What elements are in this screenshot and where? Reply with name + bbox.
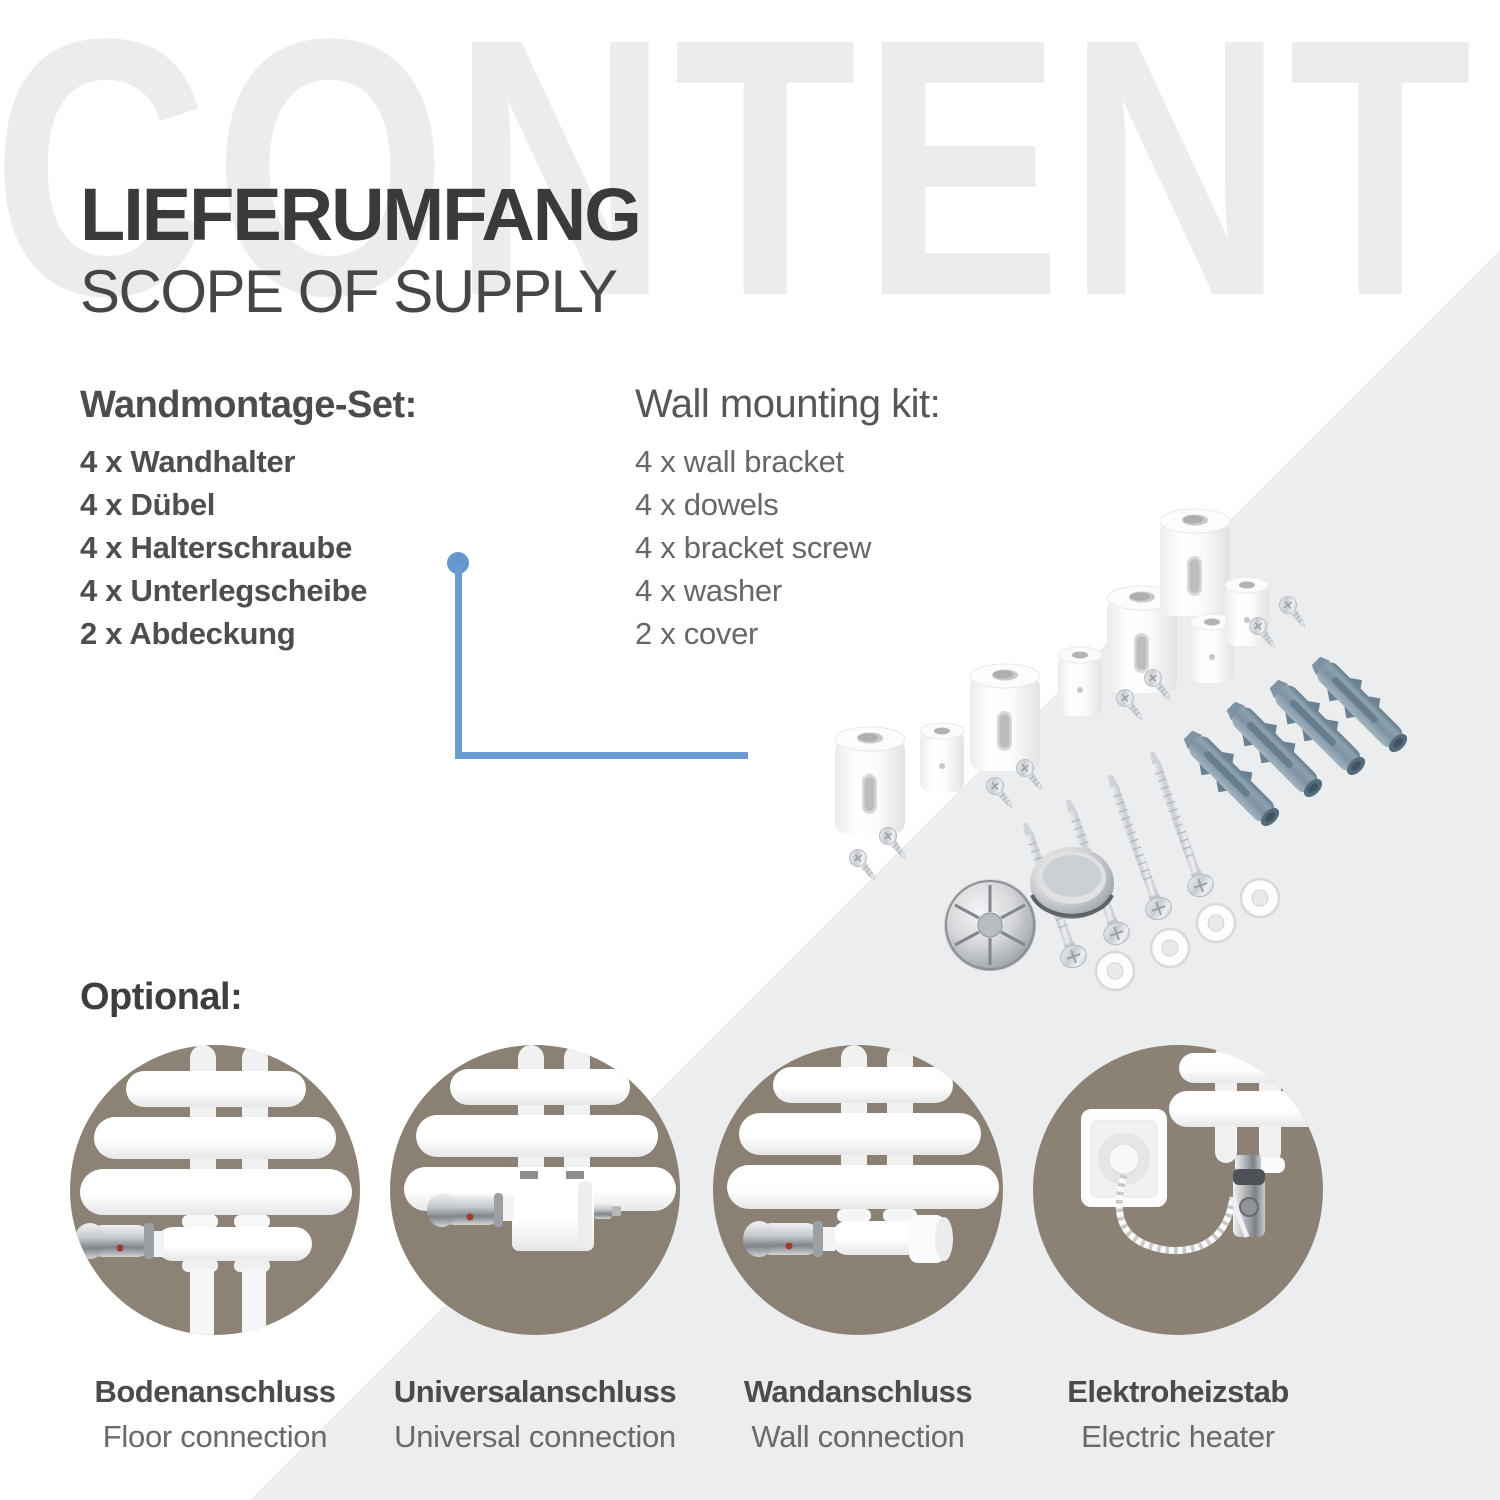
kit-item-duebel: 4 x Dübel <box>80 487 216 522</box>
kit-item-bracket-screw: 4 x bracket screw <box>635 530 872 565</box>
optional-heading: Optional: <box>80 976 243 1018</box>
page-title-german: LIEFERUMFANG <box>80 173 642 256</box>
kit-item-wandhalter: 4 x Wandhalter <box>80 444 296 479</box>
label-wall-connection: Wandanschluss Wall connection <box>693 1374 1023 1455</box>
kit-item-halterschraube: 4 x Halterschraube <box>80 530 353 565</box>
photo-floor-connection <box>70 1045 360 1335</box>
pointer-line-vertical <box>455 563 462 759</box>
kit-item-dowels: 4 x dowels <box>635 487 779 522</box>
label-floor-connection-en: Floor connection <box>102 1419 328 1454</box>
wall-bracket-icons <box>834 508 1270 835</box>
kit-item-cover: 2 x cover <box>635 616 759 651</box>
label-universal-connection-de: Universalanschluss <box>393 1374 677 1409</box>
kit-heading-english: Wall mounting kit: <box>635 382 941 426</box>
mounting-kit-photo <box>834 508 1417 992</box>
pointer-line-horizontal <box>455 752 748 759</box>
photo-electric-heater <box>1033 1045 1323 1335</box>
kit-list-german: 4 x Wandhalter 4 x Dübel 4 x Halterschra… <box>80 440 500 655</box>
label-floor-connection-de: Bodenanschluss <box>94 1374 336 1409</box>
label-wall-connection-de: Wandanschluss <box>743 1374 973 1409</box>
photo-universal-connection <box>390 1045 680 1335</box>
photo-wall-connection <box>713 1045 1003 1335</box>
kit-item-wall-bracket: 4 x wall bracket <box>635 444 844 479</box>
kit-item-unterlegscheibe: 4 x Unterlegscheibe <box>80 573 368 608</box>
label-universal-connection-en: Universal connection <box>394 1419 676 1454</box>
background-watermark: CONTENT <box>0 0 1477 372</box>
kit-heading-german: Wandmontage-Set: <box>80 384 417 426</box>
kit-item-washer: 4 x washer <box>635 573 782 608</box>
label-electric-heater-en: Electric heater <box>1081 1419 1275 1454</box>
cover-icons <box>944 847 1114 971</box>
kit-list-english: 4 x wall bracket 4 x dowels 4 x bracket … <box>635 440 1055 655</box>
page-title-english: SCOPE OF SUPPLY <box>80 258 618 325</box>
label-wall-connection-en: Wall connection <box>751 1419 965 1454</box>
label-universal-connection: Universalanschluss Universal connection <box>370 1374 700 1455</box>
label-electric-heater: Elektroheizstab Electric heater <box>1013 1374 1343 1455</box>
kit-item-abdeckung: 2 x Abdeckung <box>80 616 296 651</box>
label-floor-connection: Bodenanschluss Floor connection <box>50 1374 380 1455</box>
label-electric-heater-de: Elektroheizstab <box>1067 1374 1289 1409</box>
